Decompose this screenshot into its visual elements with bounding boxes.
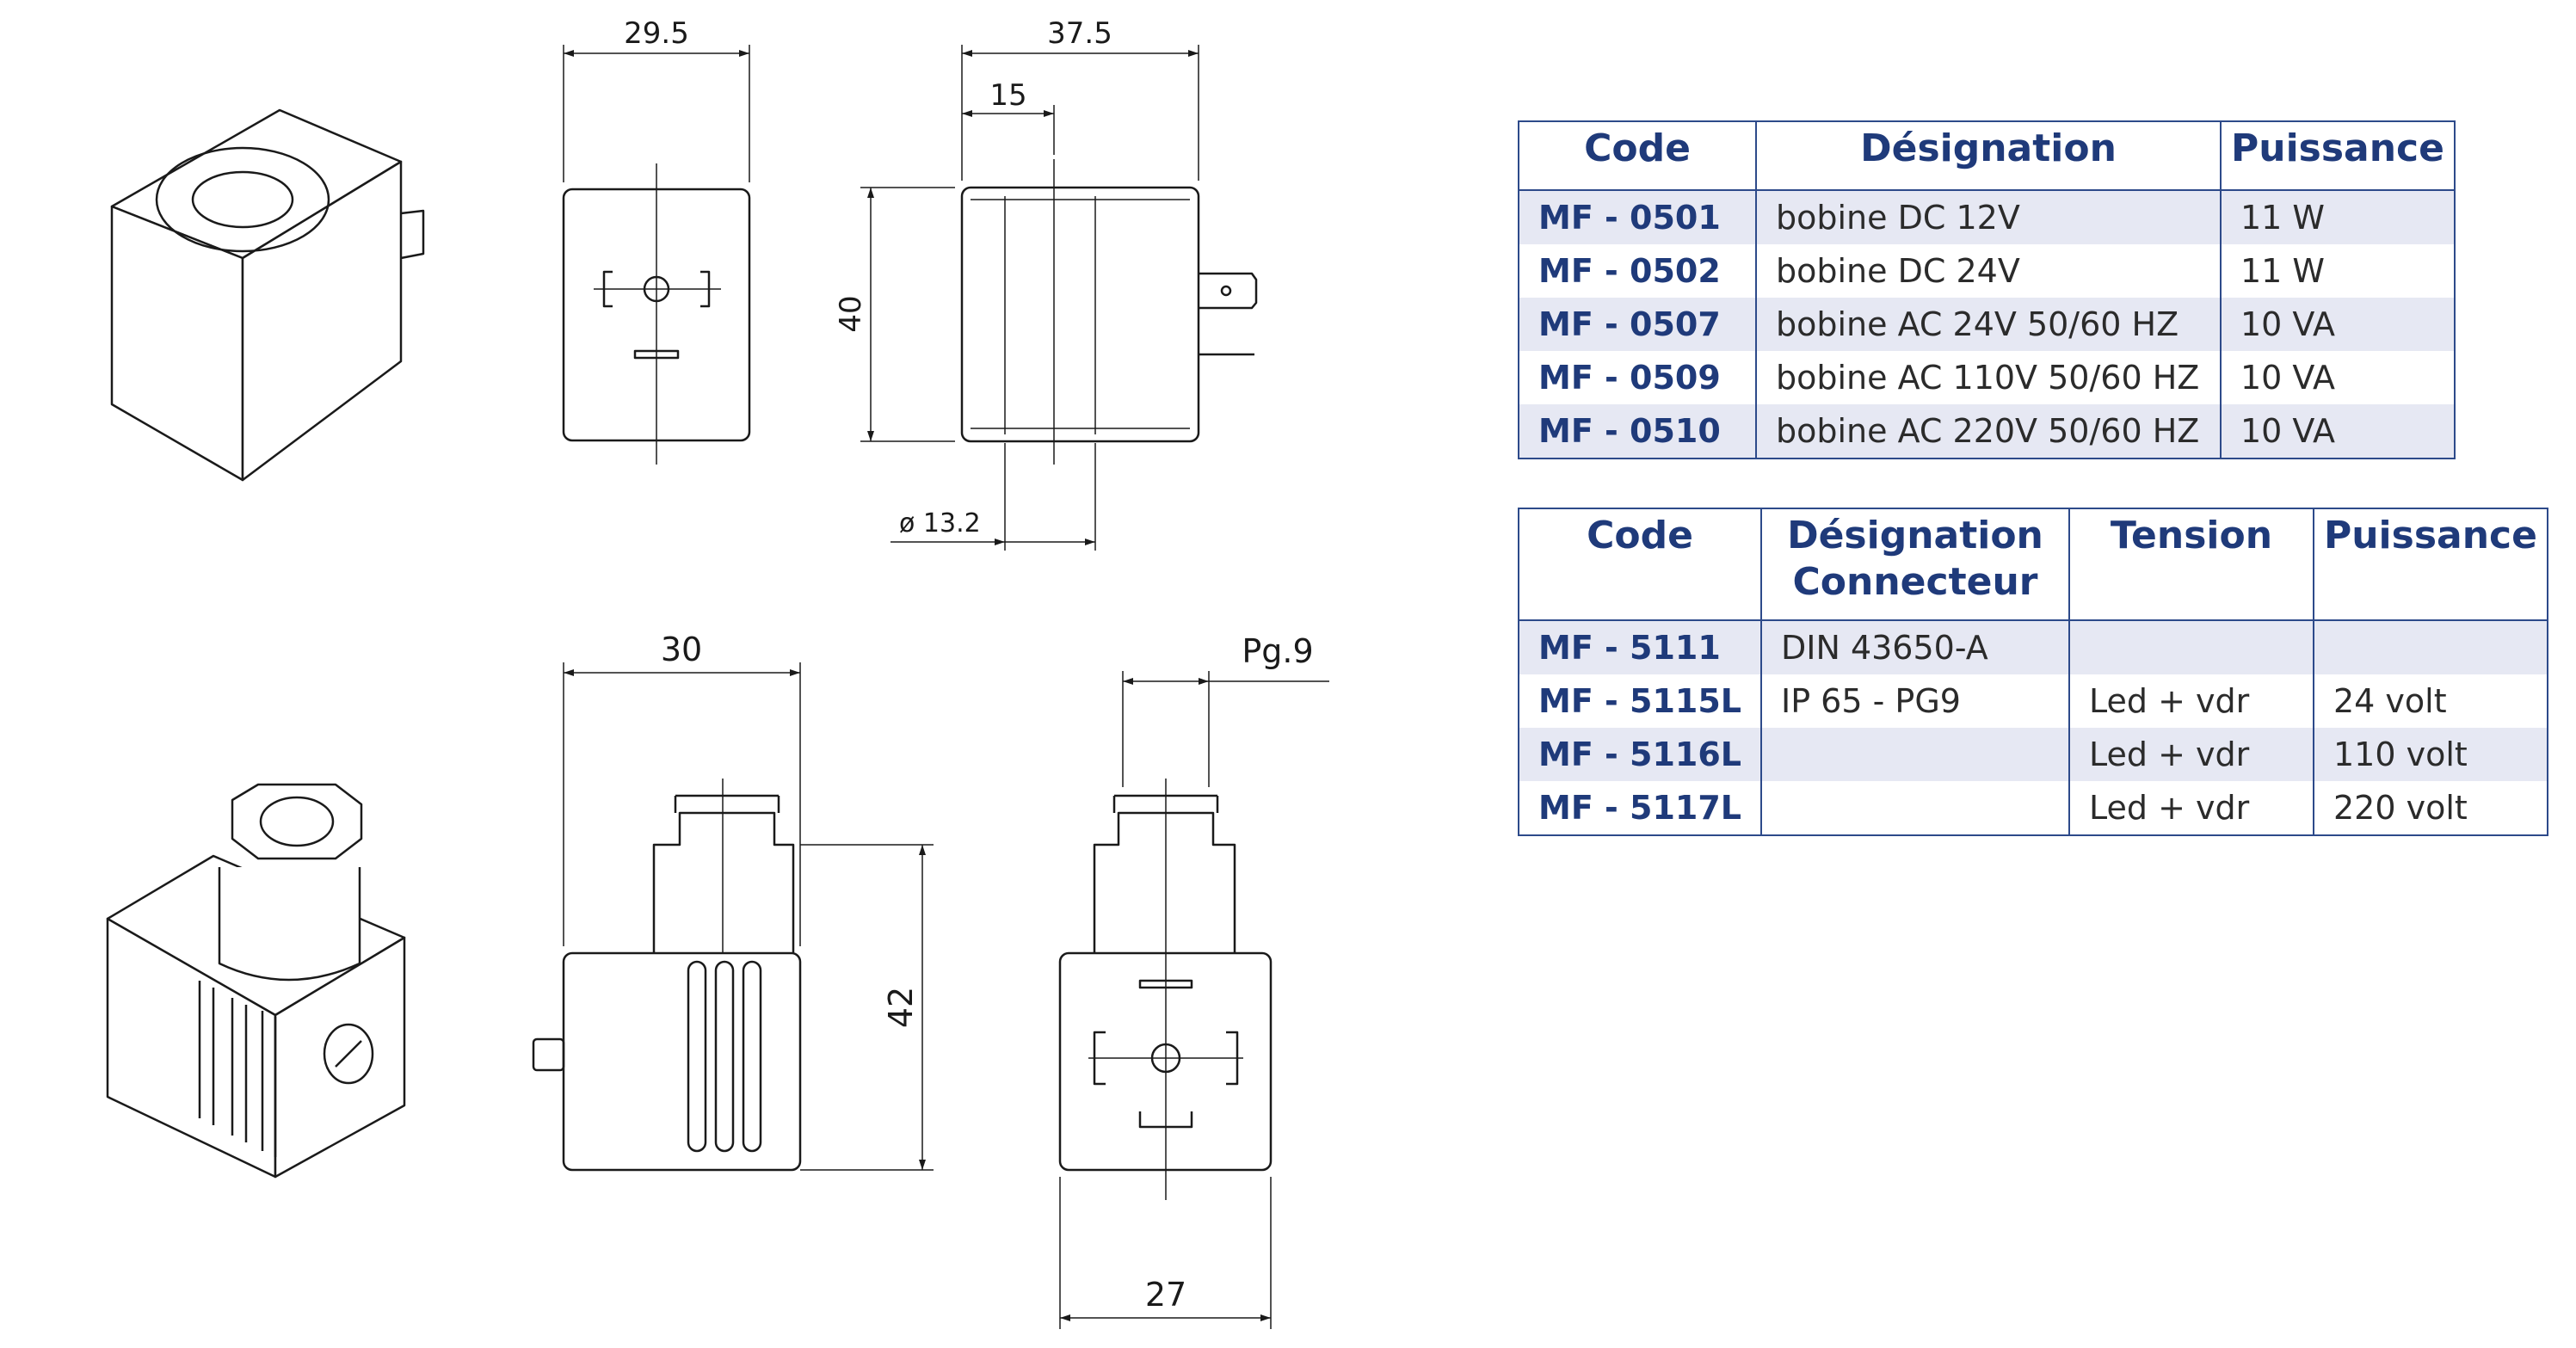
row-designation: bobine DC 24V	[1755, 244, 2222, 298]
table-row: MF - 0507 bobine AC 24V 50/60 HZ 10 VA	[1518, 298, 2456, 351]
table-row: MF - 5111 DIN 43650-A	[1518, 620, 2548, 674]
dim-coil-width: 29.5	[624, 16, 689, 51]
drawing-canvas: 29.5 37.5 15 40 ø 13.2 30 Pg.9 42 27	[106, 16, 1329, 1329]
row-voltage: Led + vdr	[2068, 674, 2314, 728]
dim-connector-depth: 27	[1145, 1276, 1186, 1314]
connector-isometric-view	[106, 783, 406, 1179]
row-power: 220 volt	[2312, 781, 2548, 836]
row-designation: DIN 43650-A	[1759, 620, 2070, 674]
dim-thread: Pg.9	[1242, 632, 1313, 670]
connector-table: Code Désignation Connecteur Tension Puis…	[1518, 508, 2548, 836]
dim-coil-height: 40	[834, 295, 868, 332]
row-power: 10 VA	[2220, 351, 2456, 404]
row-designation: IP 65 - PG9	[1759, 674, 2070, 728]
header-power: Puissance	[2220, 120, 2456, 191]
table-row: MF - 0510 bobine AC 220V 50/60 HZ 10 VA	[1518, 404, 2456, 459]
coil-side-view	[860, 45, 1258, 551]
header-code: Code	[1518, 120, 1757, 191]
table-row: MF - 0502 bobine DC 24V 11 W	[1518, 244, 2456, 298]
row-code: MF - 5116L	[1518, 728, 1762, 781]
row-power: 11 W	[2220, 190, 2456, 244]
row-designation: bobine AC 110V 50/60 HZ	[1755, 351, 2222, 404]
connector-table-header: Code Désignation Connecteur Tension Puis…	[1518, 508, 2548, 621]
row-voltage: Led + vdr	[2068, 781, 2314, 836]
coil-front-view	[562, 45, 751, 465]
coil-table-header: Code Désignation Puissance	[1518, 120, 2456, 191]
row-code: MF - 0509	[1518, 351, 1757, 404]
row-power: 10 VA	[2220, 404, 2456, 459]
header-power: Puissance	[2312, 508, 2548, 621]
dim-connector-height: 42	[882, 987, 920, 1028]
row-power: 10 VA	[2220, 298, 2456, 351]
row-designation	[1759, 728, 2070, 781]
row-code: MF - 0510	[1518, 404, 1757, 459]
row-code: MF - 0507	[1518, 298, 1757, 351]
row-code: MF - 5115L	[1518, 674, 1762, 728]
header-voltage: Tension	[2068, 508, 2314, 621]
connector-front-view	[1058, 671, 1329, 1329]
dim-offset: 15	[989, 78, 1026, 113]
row-code: MF - 0501	[1518, 190, 1757, 244]
technical-drawings: 29.5 37.5 15 40 ø 13.2 30 Pg.9 42 27	[106, 16, 1329, 1329]
table-row: MF - 0501 bobine DC 12V 11 W	[1518, 190, 2456, 244]
row-code: MF - 0502	[1518, 244, 1757, 298]
coil-table: Code Désignation Puissance MF - 0501 bob…	[1518, 120, 2456, 459]
row-voltage	[2068, 620, 2314, 674]
dim-connector-width: 30	[661, 631, 702, 668]
row-power: 24 volt	[2312, 674, 2548, 728]
row-power	[2312, 620, 2548, 674]
row-voltage: Led + vdr	[2068, 728, 2314, 781]
row-designation	[1759, 781, 2070, 836]
coil-isometric-view	[110, 108, 425, 482]
connector-side-view	[532, 662, 934, 1172]
table-row: MF - 5117L Led + vdr 220 volt	[1518, 781, 2548, 836]
row-code: MF - 5111	[1518, 620, 1762, 674]
table-row: MF - 0509 bobine AC 110V 50/60 HZ 10 VA	[1518, 351, 2456, 404]
row-designation: bobine AC 220V 50/60 HZ	[1755, 404, 2222, 459]
row-power: 11 W	[2220, 244, 2456, 298]
header-code: Code	[1518, 508, 1762, 621]
dim-coil-length: 37.5	[1047, 16, 1112, 51]
row-designation: bobine AC 24V 50/60 HZ	[1755, 298, 2222, 351]
row-designation: bobine DC 12V	[1755, 190, 2222, 244]
table-row: MF - 5116L Led + vdr 110 volt	[1518, 728, 2548, 781]
header-designation: Désignation	[1755, 120, 2222, 191]
dim-bore: ø 13.2	[899, 508, 981, 539]
row-code: MF - 5117L	[1518, 781, 1762, 836]
header-designation-connector: Désignation Connecteur	[1759, 508, 2070, 621]
row-power: 110 volt	[2312, 728, 2548, 781]
table-row: MF - 5115L IP 65 - PG9 Led + vdr 24 volt	[1518, 674, 2548, 728]
